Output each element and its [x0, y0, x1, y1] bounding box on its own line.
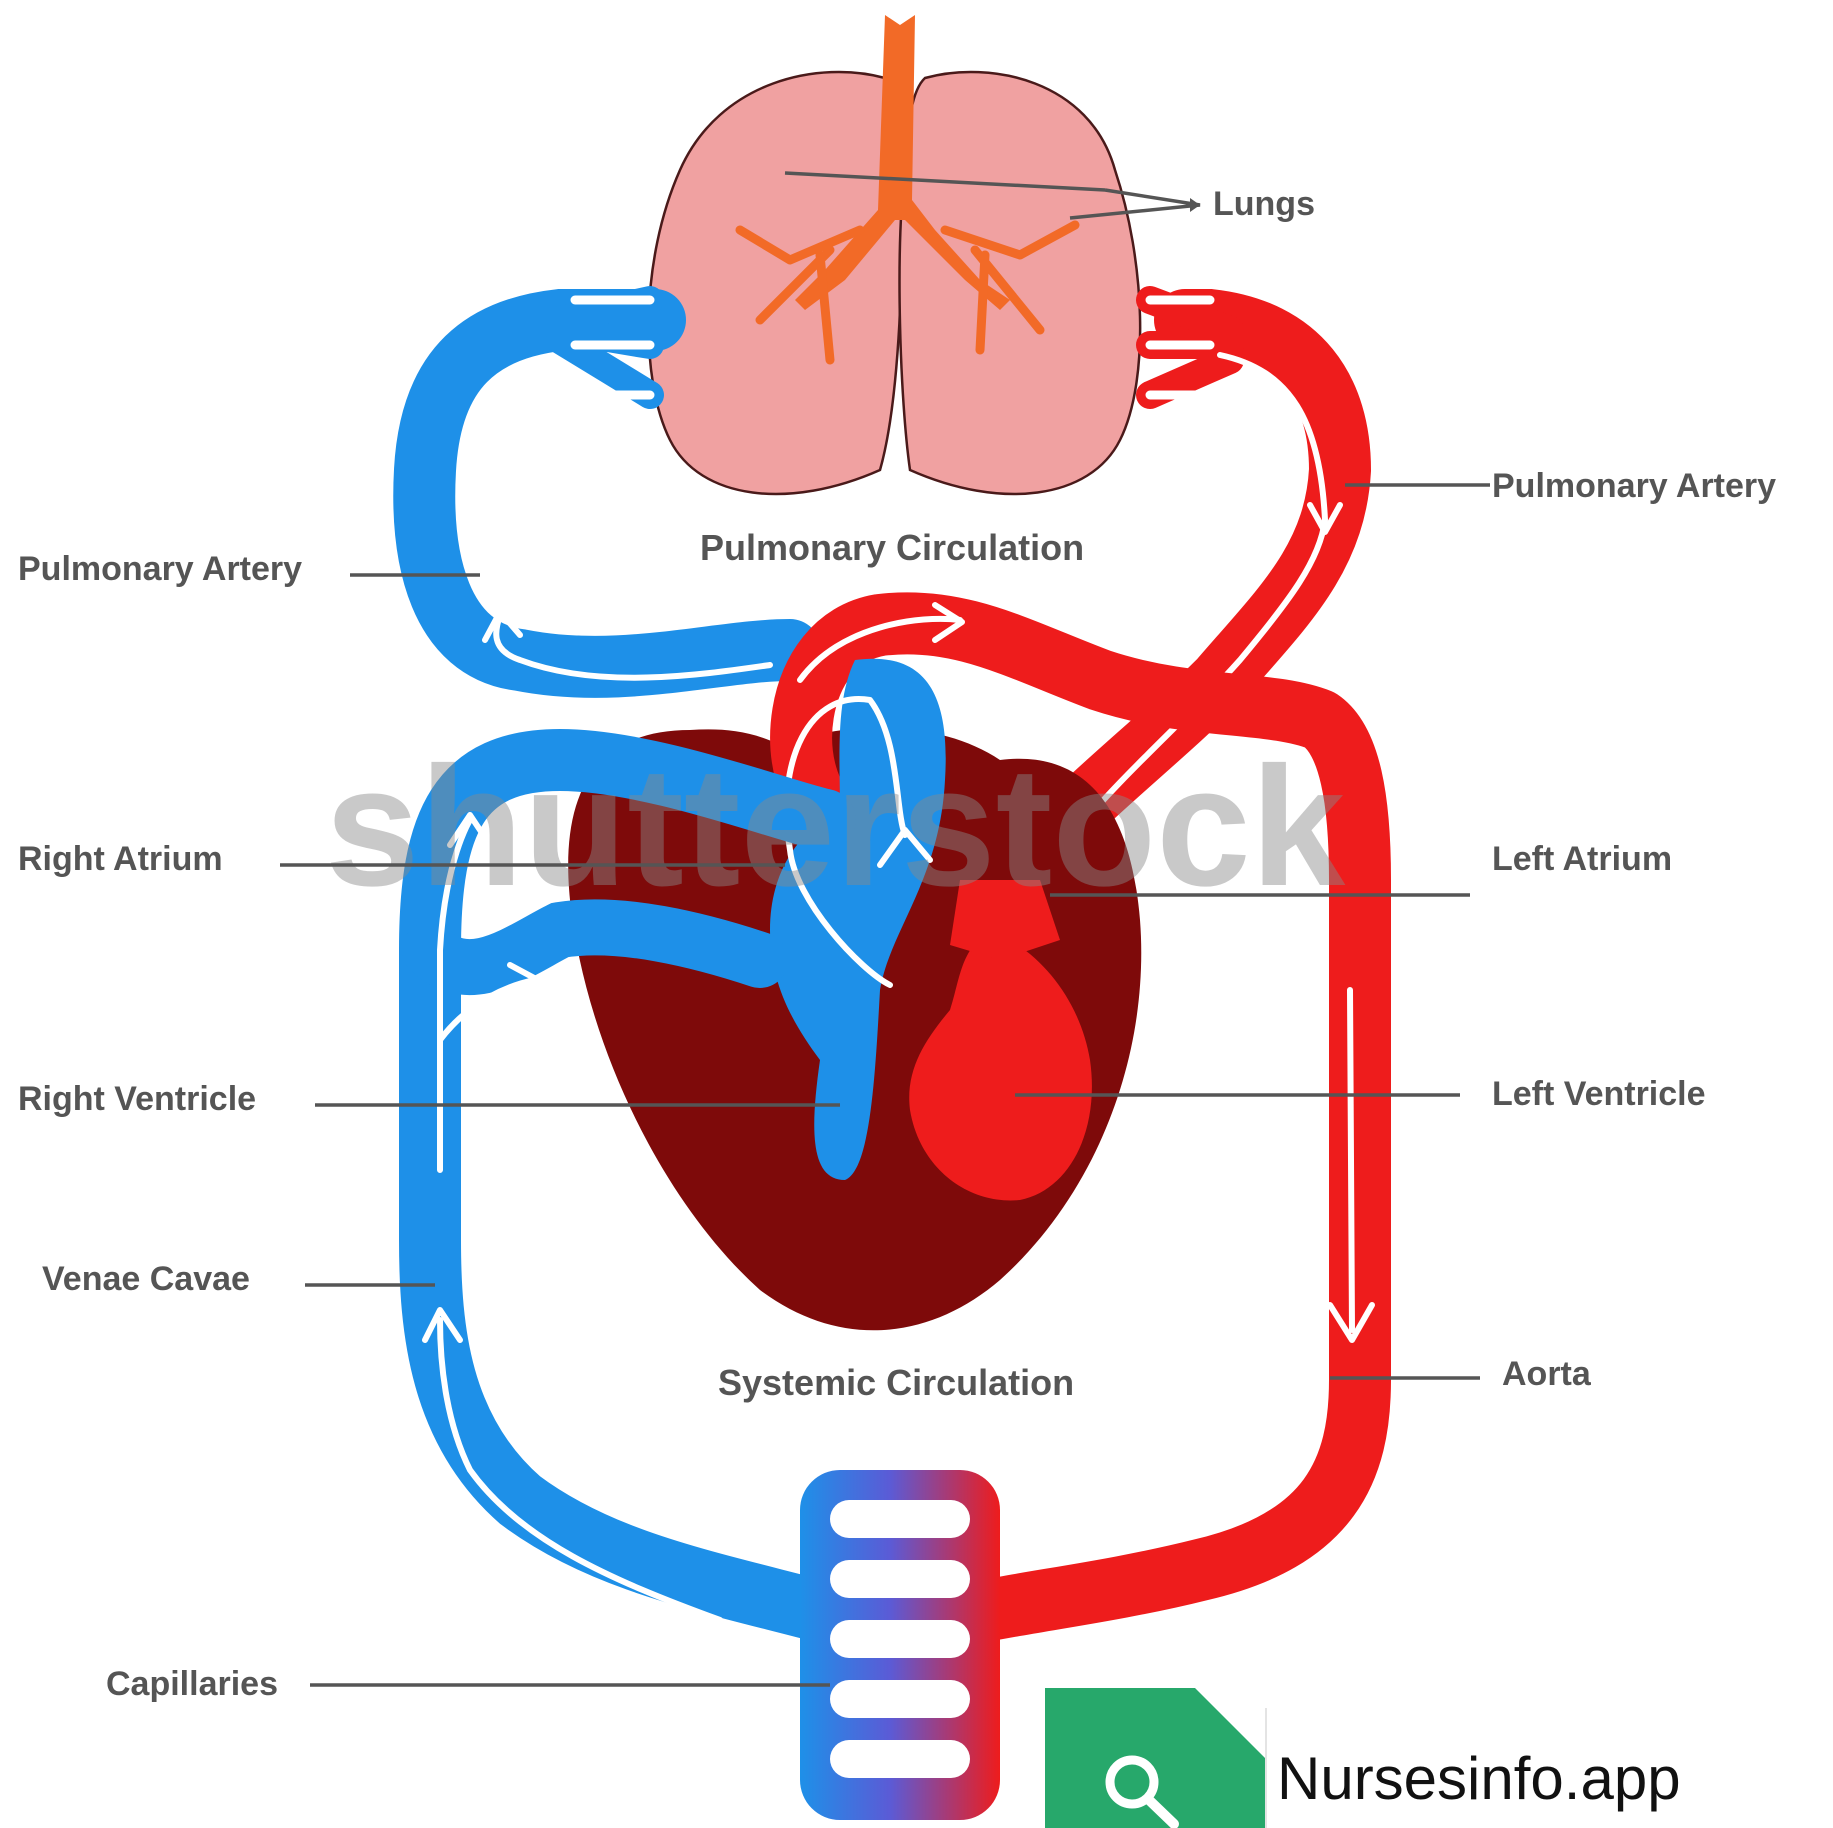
label-capillaries: Capillaries — [106, 1665, 278, 1703]
badge-text: Nursesinfo.app — [1277, 1744, 1681, 1813]
source-badge: Nursesinfo.app — [1045, 1688, 1833, 1828]
right-lung — [900, 72, 1141, 494]
label-pulmonary-artery-left: Pulmonary Artery — [18, 550, 302, 588]
label-lungs: Lungs — [1213, 185, 1315, 223]
label-pulmonary-artery-right: Pulmonary Artery — [1492, 467, 1776, 505]
label-left-atrium: Left Atrium — [1492, 840, 1672, 878]
label-venae-cavae: Venae Cavae — [42, 1260, 250, 1298]
capillary-bed — [800, 1470, 1000, 1820]
caption-pulmonary-circulation: Pulmonary Circulation — [700, 527, 1084, 568]
search-icon — [1100, 1750, 1180, 1828]
label-left-ventricle: Left Ventricle — [1492, 1075, 1706, 1113]
label-right-ventricle: Right Ventricle — [18, 1080, 256, 1118]
lungs-arrowhead — [1190, 198, 1200, 212]
caption-systemic-circulation: Systemic Circulation — [718, 1362, 1074, 1403]
label-right-atrium: Right Atrium — [18, 840, 223, 878]
left-lung — [649, 72, 902, 494]
label-aorta: Aorta — [1502, 1355, 1592, 1393]
lungs-illustration — [649, 15, 1200, 494]
